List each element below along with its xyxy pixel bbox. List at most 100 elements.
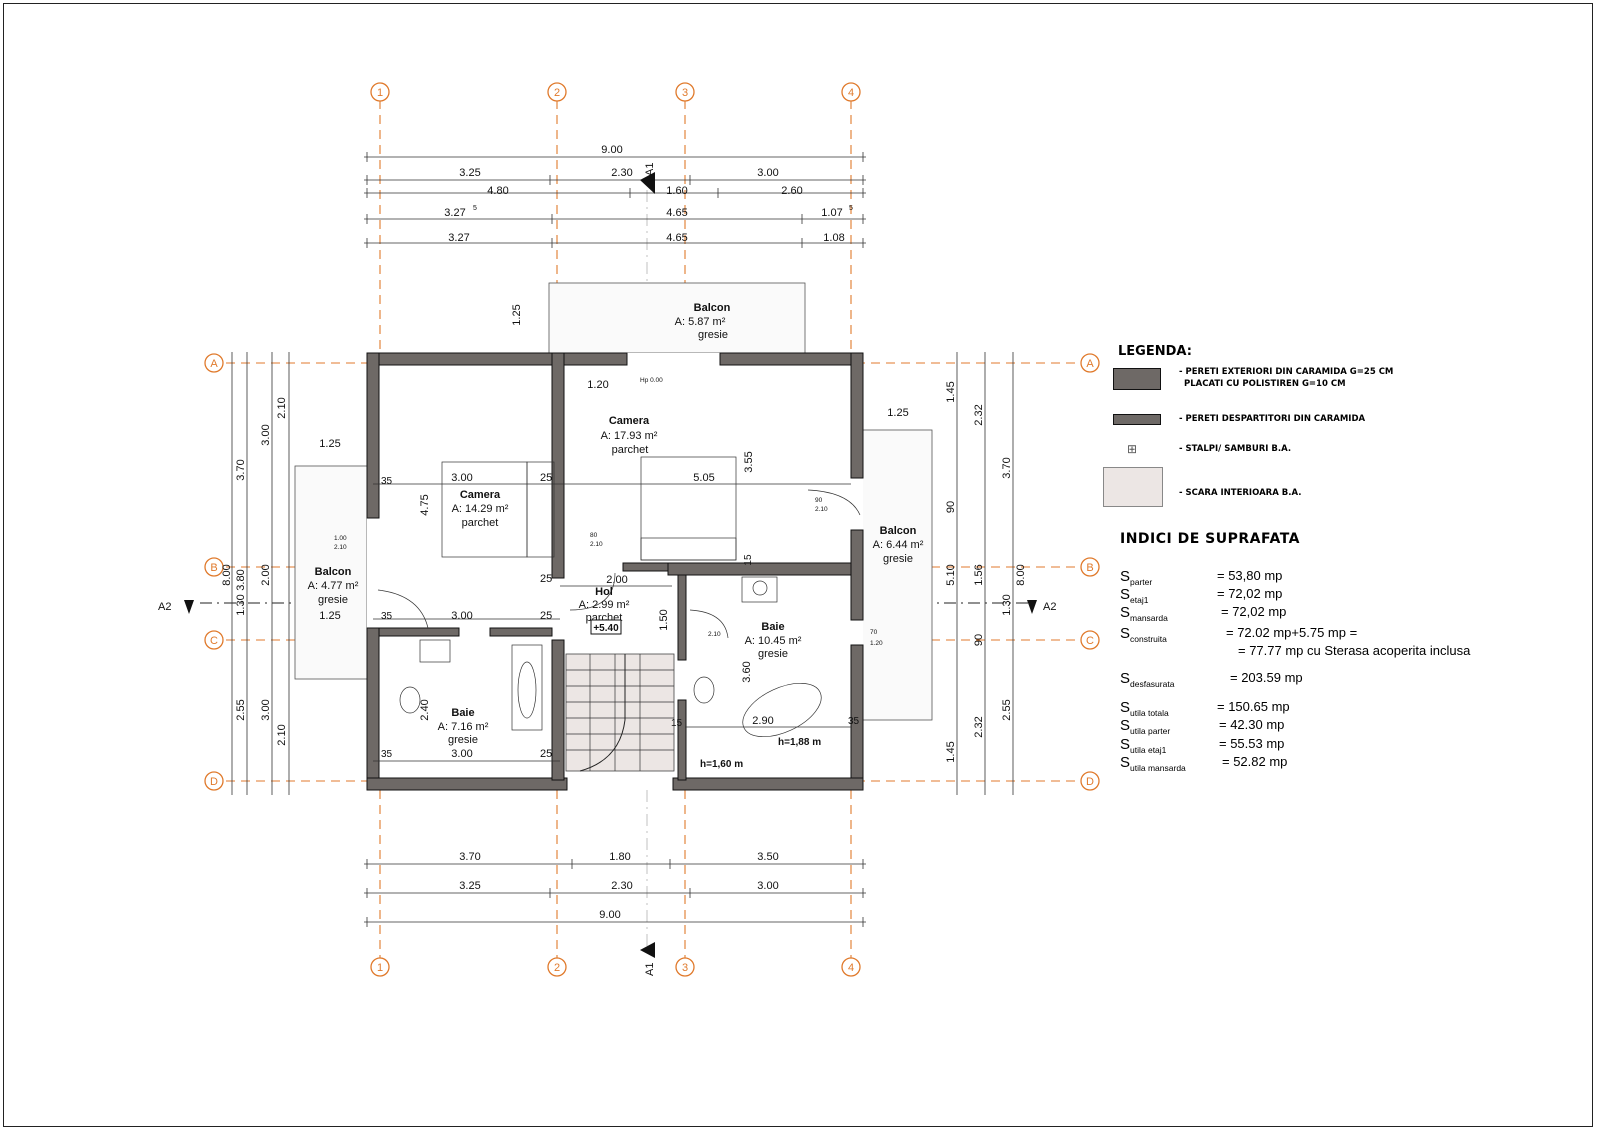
section-a2-arrow-right xyxy=(1027,600,1037,614)
room-camera-large-finish: parchet xyxy=(612,444,649,456)
room-baie-small-name: Baie xyxy=(451,707,474,719)
section-a1-arrow-top xyxy=(640,172,655,194)
tag-hp: Hp 0.00 xyxy=(640,377,663,384)
room-balcon-left-name: Balcon xyxy=(315,566,352,578)
surface-subscript: parter xyxy=(1130,577,1153,587)
dim-left-inner-1: 2.10 xyxy=(276,397,288,418)
room-baie-small-area: A: 7.16 m² xyxy=(438,721,489,733)
room-camera-small-area: A: 14.29 m² xyxy=(452,503,509,515)
surface-symbol: Sparter xyxy=(1120,568,1153,587)
interior-walls xyxy=(378,352,852,781)
dim-top-r1-2: 2.30 xyxy=(611,167,632,179)
dim-w25-c: 25 xyxy=(540,573,552,585)
dim-right-inner-2: 1.30 xyxy=(1001,594,1013,615)
dim-bot-r2-3: 3.00 xyxy=(757,880,778,892)
dim-left-total: 8.00 xyxy=(221,564,233,585)
dim-bot-r1-3: 3.50 xyxy=(757,851,778,863)
surface-value: = 55.53 mp xyxy=(1219,736,1285,751)
dim-top-r1-1: 3.25 xyxy=(459,167,480,179)
surface-value: = 203.59 mp xyxy=(1230,670,1303,685)
room-hol-name: Hol xyxy=(595,586,613,598)
room-camera-large-area: A: 17.93 m² xyxy=(601,430,658,442)
axis-A-left: A xyxy=(210,358,218,370)
surface-value: = 52.82 mp xyxy=(1222,754,1288,769)
dim-top-r2-1: 4.80 xyxy=(487,185,508,197)
dim-top-r3-1: 3.27 xyxy=(444,207,465,219)
legend-item-stair: - SCARA INTERIOARA B.A. xyxy=(1179,488,1302,498)
surface-value: = 72.02 mp+5.75 mp = xyxy=(1226,625,1358,640)
dim-top-r3-1-sup: 5 xyxy=(473,205,477,212)
surface-value: = 150.65 mp xyxy=(1217,699,1290,714)
surface-symbol: Sutila parter xyxy=(1120,717,1171,736)
dim-cam2-w: 5.05 xyxy=(693,472,714,484)
dim-top-r1-3: 3.00 xyxy=(757,167,778,179)
dim-right-total: 8.00 xyxy=(1015,564,1027,585)
room-balcon-right-area: A: 6.44 m² xyxy=(873,539,924,551)
surface-index-row: Sutila parter = 42.30 mp xyxy=(1120,717,1284,736)
surface-value: = 72,02 mp xyxy=(1217,586,1283,601)
dim-baie1-h: 2.40 xyxy=(419,699,431,720)
axis-3-top: 3 xyxy=(682,87,688,99)
dim-hol-h: 1.50 xyxy=(658,609,670,630)
balconies: 1.25 xyxy=(294,282,933,721)
surface-symbol: Setaj1 xyxy=(1120,586,1149,605)
dim-left-mid-2: 2.00 xyxy=(260,564,272,585)
bottom-dimensions: 3.70 1.80 3.50 3.25 2.30 3.00 9.00 A1 xyxy=(364,851,866,976)
dim-left-mid-3: 1.30 xyxy=(235,594,247,615)
dim-baie2-w: 2.90 xyxy=(752,715,773,727)
dim-balcon-left-w2: 1.25 xyxy=(319,610,340,622)
dim-w15-b: 15 xyxy=(743,554,754,566)
dim-window-120: 1.20 xyxy=(587,379,608,391)
axis-2-top: 2 xyxy=(554,87,560,99)
dim-hol-w: 2.00 xyxy=(606,574,627,586)
surface-subscript: mansarda xyxy=(1130,613,1168,623)
surface-value: = 42.30 mp xyxy=(1219,717,1285,732)
section-a1-label-top: A1 xyxy=(644,163,656,176)
surface-subscript: utila mansarda xyxy=(1130,763,1186,773)
surface-symbol: Sconstruita xyxy=(1120,625,1167,644)
tag-door-h: 2.10 xyxy=(334,544,347,551)
axis-A-right: A xyxy=(1086,358,1094,370)
dim-balcon-top-depth: 1.25 xyxy=(511,304,523,325)
dim-bot-r1-2: 1.80 xyxy=(609,851,630,863)
surface-subscript: utila etaj1 xyxy=(1130,745,1167,755)
dim-left-outer-1: 3.70 xyxy=(235,459,247,480)
legend-item-columns: - STALPI/ SAMBURI B.A. xyxy=(1179,444,1292,454)
exterior-wall-swatch xyxy=(1113,368,1161,390)
room-camera-small-finish: parchet xyxy=(462,517,499,529)
dim-w15-a: 15 xyxy=(671,718,683,729)
dim-w35-b: 35 xyxy=(381,611,393,622)
stair-swatch xyxy=(1103,467,1163,507)
tag-210-b: 2.10 xyxy=(815,506,828,513)
room-hol-area: A: 2.99 m² xyxy=(579,599,630,611)
room-baie-large-name: Baie xyxy=(761,621,784,633)
dim-w35-d: 35 xyxy=(848,716,860,727)
dim-cam1-h: 4.75 xyxy=(419,494,431,515)
dim-right-outer-5: 1.45 xyxy=(945,741,957,762)
height-mark-bath: h=1,88 m xyxy=(778,737,821,748)
partition-wall-swatch xyxy=(1113,414,1161,425)
room-balcon-top-area: A: 5.87 m² xyxy=(675,316,726,328)
dim-w35-c: 35 xyxy=(381,749,393,760)
surface-index-row: Sparter= 53,80 mp xyxy=(1120,568,1282,587)
room-baie-small-finish: gresie xyxy=(448,734,478,746)
legend-item-partition: - PERETI DESPARTITORI DIN CARAMIDA xyxy=(1179,414,1366,424)
dim-w25-a: 25 xyxy=(540,472,552,484)
axis-3-bottom: 3 xyxy=(682,962,688,974)
drawing-frame xyxy=(3,3,1593,1127)
axis-bubbles: 1 2 3 4 1 2 3 4 A B C D A B C D xyxy=(204,82,1100,977)
dim-bot-r2-2: 2.30 xyxy=(611,880,632,892)
top-dimensions: 9.00 3.25 2.30 3.00 4.80 1.60 2.60 3.27 … xyxy=(364,144,866,248)
section-a1-arrow-bottom xyxy=(640,942,655,958)
room-balcon-top-name: Balcon xyxy=(694,302,731,314)
surface-index-row: Sutila mansarda= 52.82 mp xyxy=(1120,754,1287,773)
dim-baie1-w2: 3.00 xyxy=(451,748,472,760)
dim-right-outer-1: 1.45 xyxy=(945,381,957,402)
interior-stair xyxy=(565,653,675,772)
dim-w25-d: 25 xyxy=(540,748,552,760)
room-baie-large-area: A: 10.45 m² xyxy=(745,635,802,647)
dim-w25-b: 25 xyxy=(540,610,552,622)
dim-right-inner-1: 3.70 xyxy=(1001,457,1013,478)
dim-left-mid-1: 3.00 xyxy=(260,424,272,445)
